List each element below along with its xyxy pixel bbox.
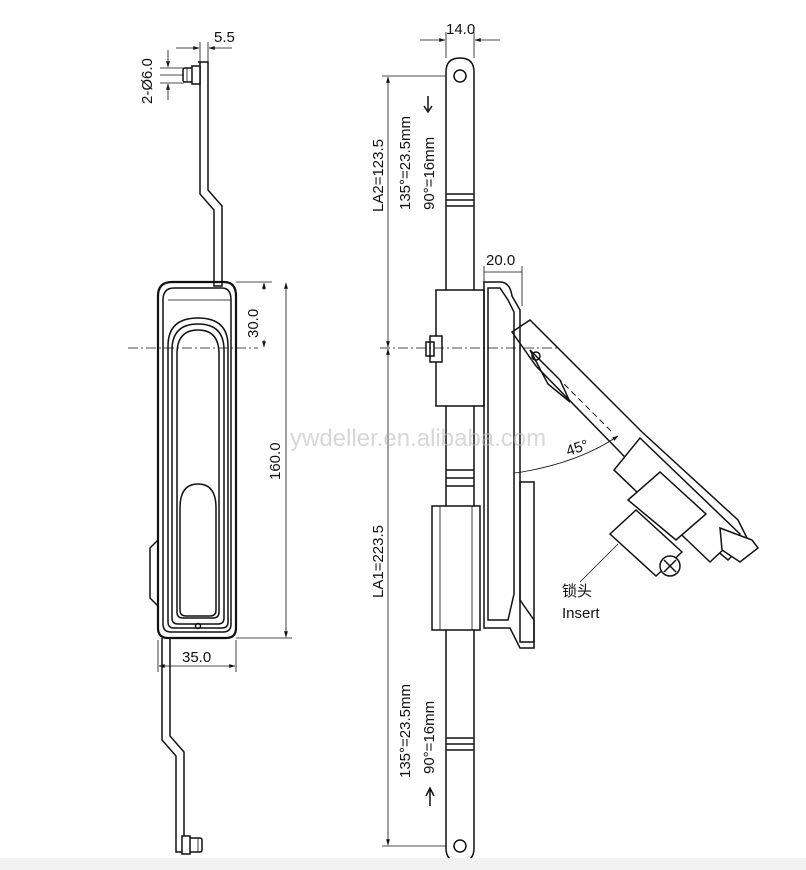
angle-indicator: 45° — [513, 435, 619, 474]
dim-la1: LA1=223.5 135°=23.5mm 90°=16mm — [370, 348, 446, 847]
dim-30-label: 30.0 — [245, 309, 262, 338]
dim-rod-width: 14.0 — [420, 21, 500, 58]
dim-top-offset: 5.5 — [176, 29, 235, 62]
dim-30: 30.0 — [236, 281, 272, 348]
dim-hole: 2-Ø6.0 — [139, 50, 184, 104]
stroke-90-top: 90°=16mm — [421, 137, 438, 210]
la1-label: LA1=223.5 — [370, 525, 387, 598]
dim-160-label: 160.0 — [267, 442, 284, 480]
front-top-rod — [182, 61, 223, 287]
side-view: 45° 锁头 Insert 14.0 20.0 — [370, 21, 760, 863]
stroke-90-bottom: 90°=16mm — [421, 701, 438, 774]
side-handle-open — [510, 319, 760, 578]
stroke-135-bottom: 135°=23.5mm — [397, 684, 414, 778]
front-view: 2-Ø6.0 5.5 30.0 160.0 — [128, 29, 292, 855]
side-housing — [380, 281, 560, 649]
dim-35: 35.0 — [157, 640, 237, 672]
front-bottom-rod — [161, 638, 203, 855]
front-handle-body — [149, 280, 238, 640]
dim-la2: LA2=123.5 135°=23.5mm 90°=16mm — [370, 75, 446, 348]
insert-en-label: Insert — [562, 605, 600, 622]
hole-dim-label: 2-Ø6.0 — [139, 58, 156, 104]
top-offset-label: 5.5 — [214, 29, 235, 46]
rod-width-label: 14.0 — [446, 21, 475, 38]
watermark: ywdeller.en.alibaba.com — [290, 425, 546, 452]
dim-160: 160.0 — [236, 282, 292, 639]
angle-label: 45° — [564, 437, 591, 460]
side-rod — [445, 57, 475, 863]
insert-callout: 锁头 Insert — [562, 543, 619, 622]
la2-label: LA2=123.5 — [370, 139, 387, 212]
depth-label: 20.0 — [486, 252, 515, 269]
insert-cn-label: 锁头 — [562, 583, 592, 600]
dim-depth: 20.0 — [483, 252, 523, 306]
bottom-strip — [0, 858, 806, 870]
dim-35-label: 35.0 — [182, 649, 211, 666]
stroke-135-top: 135°=23.5mm — [397, 116, 414, 210]
